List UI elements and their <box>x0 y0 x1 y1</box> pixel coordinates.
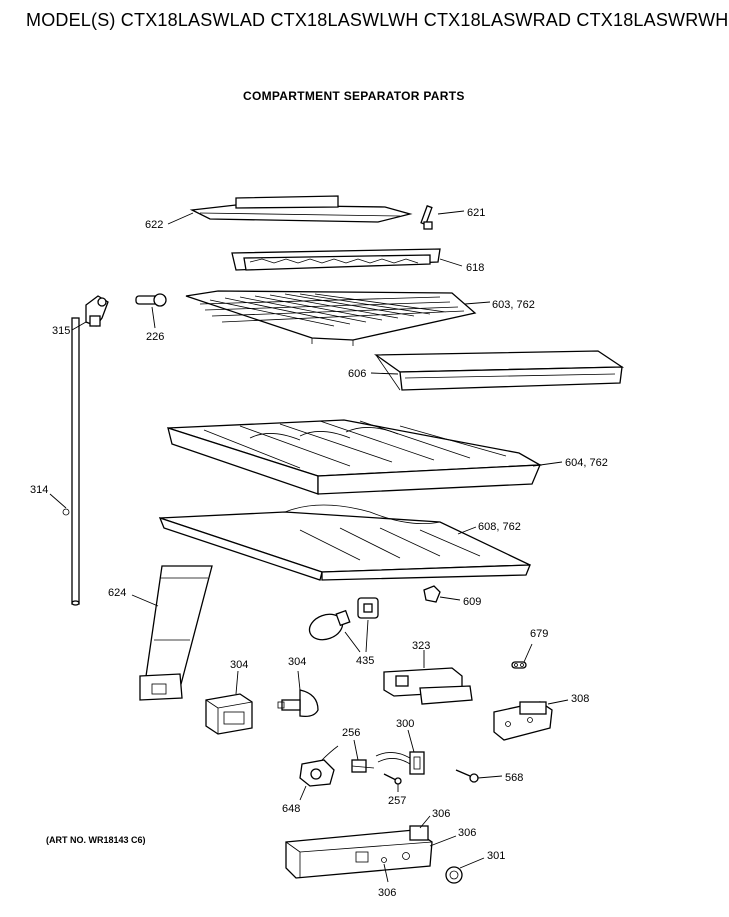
label-315: 315 <box>52 325 70 337</box>
label-306-right: 306 <box>458 827 476 839</box>
label-609: 609 <box>463 596 481 608</box>
label-618: 618 <box>466 262 484 274</box>
part-606-channel <box>374 350 625 391</box>
part-323-module <box>383 667 473 705</box>
label-308: 308 <box>571 693 589 705</box>
part-304-housing <box>205 693 253 735</box>
label-301: 301 <box>487 850 505 862</box>
part-301-grommet <box>445 866 463 884</box>
part-308-bracket <box>493 701 553 741</box>
diagram-title: COMPARTMENT SEPARATOR PARTS <box>243 89 465 103</box>
art-number: (ART NO. WR18143 C6) <box>46 835 146 845</box>
part-622-cover <box>189 195 413 223</box>
part-300-switch <box>375 751 425 775</box>
part-618-rail <box>231 248 441 271</box>
label-306-top: 306 <box>432 808 450 820</box>
label-679: 679 <box>530 628 548 640</box>
label-648: 648 <box>282 803 300 815</box>
part-435-bulb <box>308 609 351 641</box>
part-226-pin <box>135 293 167 307</box>
part-256-clip <box>351 759 375 773</box>
part-257-screw <box>383 773 402 785</box>
part-304-switch <box>277 689 319 718</box>
label-604-762: 604, 762 <box>565 457 608 469</box>
label-624: 624 <box>108 587 126 599</box>
label-226: 226 <box>146 331 164 343</box>
part-621-pin <box>420 205 433 230</box>
label-304-right: 304 <box>288 656 306 668</box>
part-648-motor <box>299 745 339 787</box>
label-621: 621 <box>467 207 485 219</box>
part-608-shelf <box>158 504 531 581</box>
part-679-clip <box>511 661 527 669</box>
label-603-762: 603, 762 <box>492 299 535 311</box>
part-604-shelf <box>167 419 543 495</box>
part-603-shelf <box>185 290 477 346</box>
label-306-bottom: 306 <box>378 887 396 899</box>
part-624-duct <box>139 565 213 701</box>
part-568-screw <box>455 769 479 783</box>
label-323: 323 <box>412 640 430 652</box>
label-606: 606 <box>348 368 366 380</box>
label-314: 314 <box>30 484 48 496</box>
part-435-socket <box>357 597 379 619</box>
label-568: 568 <box>505 772 523 784</box>
label-304-left: 304 <box>230 659 248 671</box>
label-256: 256 <box>342 727 360 739</box>
model-header: MODEL(S) CTX18LASWLAD CTX18LASWLWH CTX18… <box>26 10 729 30</box>
label-622: 622 <box>145 219 163 231</box>
label-257: 257 <box>388 795 406 807</box>
label-608-762: 608, 762 <box>478 521 521 533</box>
label-300: 300 <box>396 718 414 730</box>
label-435: 435 <box>356 655 374 667</box>
part-306-bracket <box>285 825 433 879</box>
part-314-rod <box>71 317 80 606</box>
part-315-bracket <box>85 295 109 327</box>
exploded-parts-diagram: 622 621 618 603, 762 315 226 <box>30 195 625 899</box>
part-609-clip <box>423 585 441 603</box>
